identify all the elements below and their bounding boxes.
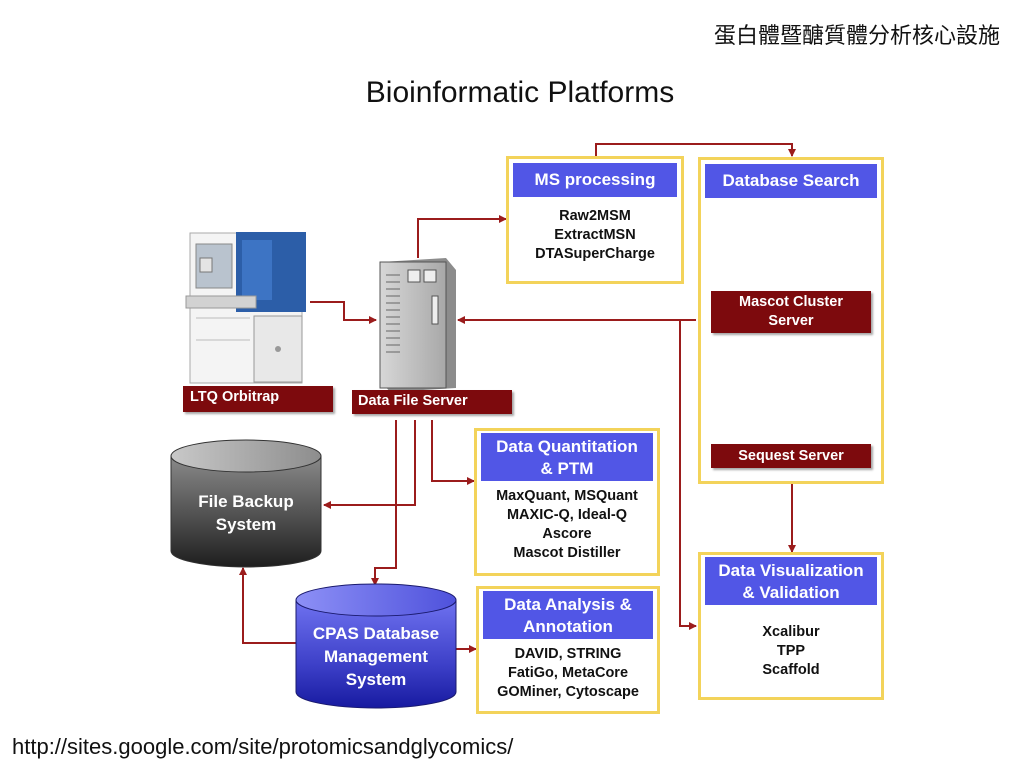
cpas-line1: CPAS Database [312,624,440,643]
database-search-header: Database Search [705,164,877,198]
list-item: MaxQuant, MSQuant [496,488,638,504]
sequest-server-label: Sequest Server [711,444,871,468]
visualization-header-line1: Data Visualization [718,561,864,580]
file-backup-line2: System [215,515,277,534]
page-title: Bioinformatic Platforms [365,76,675,109]
list-item: Xcalibur [762,624,820,640]
list-item: DAVID, STRING [514,646,622,662]
visualization-header: Data Visualization & Validation [705,557,877,605]
list-item: Ascore [542,526,592,542]
analysis-header-line1: Data Analysis & [504,595,632,614]
analysis-header-line2: Annotation [523,617,613,636]
connector-arrows [239,143,796,653]
list-item: MAXIC-Q, Ideal-Q [506,507,628,523]
file-backup-line1: File Backup [198,492,294,511]
list-item: FatiGo, MetaCore [507,665,629,681]
ms-processing-header: MS processing [513,163,677,197]
quantitation-header-line1: Data Quantitation [496,437,638,456]
quantitation-header: Data Quantitation & PTM [481,433,653,481]
list-item: Raw2MSM [559,208,631,224]
data-file-server-label: Data File Server [352,390,512,414]
cpas-line2: Management [324,647,428,666]
quantitation-header-line2: & PTM [540,459,594,478]
visualization-header-line2: & Validation [742,583,840,602]
list-item: TPP [776,643,806,659]
ms-processing-box: MS processing Raw2MSM ExtractMSN DTASupe… [506,156,684,284]
corner-title: 蛋白體暨醣質體分析核心設施 [713,24,1000,49]
file-backup-cylinder [170,439,322,568]
data-file-server-image [379,258,456,392]
analysis-list: DAVID, STRING FatiGo, MetaCore GOMiner, … [479,645,657,702]
list-item: ExtractMSN [554,227,636,243]
mascot-cluster-label: Mascot Cluster Server [711,291,871,333]
mascot-line1: Mascot Cluster [739,294,843,310]
list-item: GOMiner, Cytoscape [497,684,639,700]
visualization-list: Xcalibur TPP Scaffold [701,623,881,680]
analysis-header: Data Analysis & Annotation [483,591,653,639]
visualization-box: Data Visualization & Validation Xcalibur… [698,552,884,700]
cpas-line3: System [345,670,407,689]
list-item: DTASuperCharge [535,246,655,262]
analysis-box: Data Analysis & Annotation DAVID, STRING… [476,586,660,714]
list-item: Scaffold [762,662,820,678]
ltq-orbitrap-image [185,232,306,384]
quantitation-list: MaxQuant, MSQuant MAXIC-Q, Ideal-Q Ascor… [477,487,657,563]
footer-url[interactable]: http://sites.google.com/site/protomicsan… [12,734,514,759]
ms-processing-list: Raw2MSM ExtractMSN DTASuperCharge [509,207,681,264]
ltq-orbitrap-label: LTQ Orbitrap [183,386,333,412]
quantitation-box: Data Quantitation & PTM MaxQuant, MSQuan… [474,428,660,576]
list-item: Mascot Distiller [513,545,621,561]
file-backup-text: File Backup System [171,490,321,536]
cpas-text: CPAS Database Management System [296,622,456,691]
mascot-line2: Server [768,313,814,329]
cpas-database-cylinder [295,583,457,709]
